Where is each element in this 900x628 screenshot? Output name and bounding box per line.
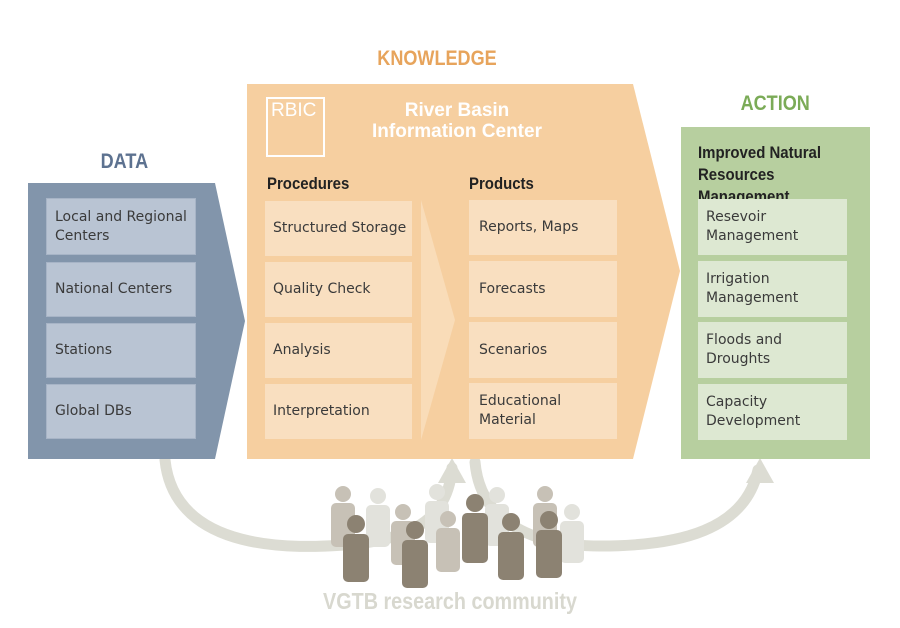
product-scenarios: Scenarios bbox=[469, 322, 617, 378]
procedures-heading: Procedures bbox=[267, 174, 350, 193]
data-item-global-dbs: Global DBs bbox=[46, 384, 196, 439]
community-label: VGTB research community bbox=[323, 588, 577, 614]
procedure-structured-storage: Structured Storage bbox=[265, 201, 412, 256]
action-item-reservoir: Resevoir Management bbox=[698, 199, 847, 255]
products-heading: Products bbox=[469, 174, 534, 193]
product-reports-maps: Reports, Maps bbox=[469, 200, 617, 255]
people-group-icon bbox=[331, 484, 584, 588]
center-name: River Basin Information Center bbox=[372, 100, 542, 142]
procedure-analysis: Analysis bbox=[265, 323, 412, 378]
action-item-irrigation: Irrigation Management bbox=[698, 261, 847, 317]
rbic-logo-frame bbox=[266, 97, 325, 157]
action-title: ACTION bbox=[740, 92, 810, 115]
procedure-quality-check: Quality Check bbox=[265, 262, 412, 317]
product-educational-material: Educational Material bbox=[469, 383, 617, 439]
loop-arrowhead-action bbox=[746, 458, 774, 483]
data-item-stations: Stations bbox=[46, 323, 196, 378]
knowledge-title: KNOWLEDGE bbox=[377, 47, 497, 70]
feedback-loop-arrows bbox=[159, 454, 764, 552]
data-item-local-regional: Local and Regional Centers bbox=[46, 198, 196, 255]
data-item-national: National Centers bbox=[46, 262, 196, 317]
procedure-interpretation: Interpretation bbox=[265, 384, 412, 439]
data-title: DATA bbox=[100, 150, 149, 173]
loop-arrowhead-knowledge bbox=[438, 458, 466, 483]
action-item-floods-droughts: Floods and Droughts bbox=[698, 322, 847, 378]
rbic-logo: RBIC bbox=[271, 100, 317, 121]
procedures-to-products-chevron bbox=[421, 200, 455, 440]
action-item-capacity: Capacity Development bbox=[698, 384, 847, 440]
product-forecasts: Forecasts bbox=[469, 261, 617, 317]
